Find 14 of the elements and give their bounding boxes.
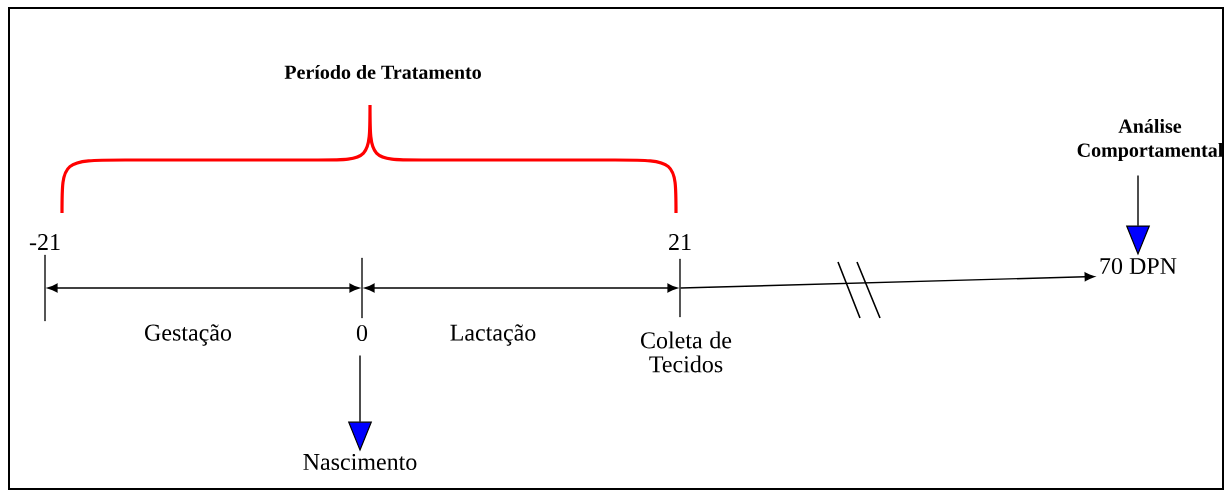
tick-label: 21 — [669, 234, 691, 250]
heading: Período de Tratamento — [284, 64, 481, 80]
timeline-label: Nascimento — [303, 453, 417, 471]
tick-label: -21 — [29, 234, 60, 250]
period-label: Gestação — [145, 324, 232, 346]
period-label: Lactação — [450, 324, 536, 346]
arrow — [47, 283, 360, 293]
period-label: Coleta de Tecidos — [641, 331, 732, 373]
timeline-label: 70 DPN — [1100, 257, 1177, 275]
arrow — [679, 272, 1095, 289]
tick-mark — [361, 257, 363, 319]
arrow — [364, 283, 678, 293]
timeline-label: 0 — [356, 324, 368, 342]
timeline-label: Análise Comportamental — [1077, 118, 1223, 162]
